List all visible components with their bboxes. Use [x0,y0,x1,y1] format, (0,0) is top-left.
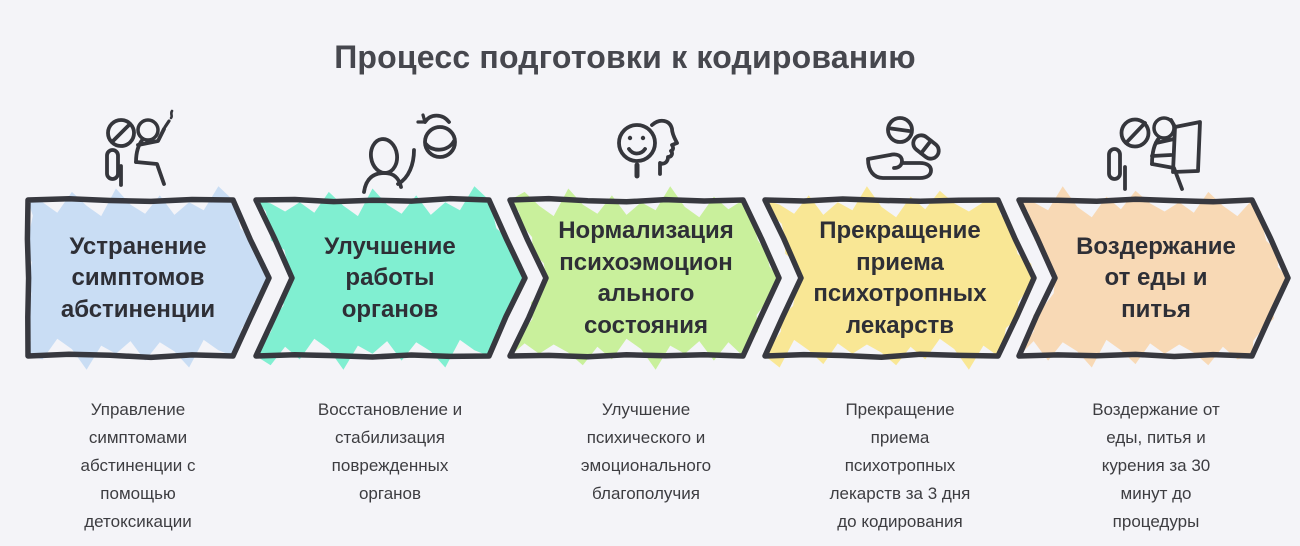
step-5-chevron-outline [1016,196,1291,360]
chevron-shapes [24,186,1291,370]
step-2-chevron-outline [253,195,528,360]
step-1-chevron-fill [25,186,270,370]
step-2-heading: Улучшение работы органов [324,232,456,323]
step-4-chevron-outline [762,196,1037,360]
step-5-description: Воздержание от еды, питья и курения за 3… [1092,400,1220,531]
step-1-description: Управление симптомами абстиненции с помо… [80,400,196,531]
step-1-chevron-outline [24,196,272,361]
step-5-heading: Воздержание от еды и питья [1076,232,1236,323]
step-4-chevron-fill [765,186,1034,370]
step-1-heading: Устранение симптомов абстиненции [60,232,216,323]
no-pills-smoking-person-icon [105,109,174,187]
step-5-chevron-fill [1019,186,1288,368]
step-4-heading: Прекращение приема психотропных лекарств [813,217,987,339]
step-3-chevron-outline [507,195,782,360]
step-3-description: Улучшение психического и эмоционального … [580,400,712,503]
step-4-description: Прекращение приема психотропных лекарств… [829,400,971,531]
hand-pills-icon [866,116,941,180]
step-2-description: Восстановление и стабилизация поврежденн… [317,400,463,503]
page-title: Процесс подготовки к кодированию [334,39,916,75]
step-2-chevron-fill [256,186,525,370]
no-pills-reading-person-icon [1107,116,1202,191]
step-3-heading: Нормализация психоэмоцион ального состоя… [558,217,734,339]
head-smiley-icon [617,118,679,179]
step-3-chevron-fill [510,186,779,370]
person-renewal-icon [362,113,457,194]
